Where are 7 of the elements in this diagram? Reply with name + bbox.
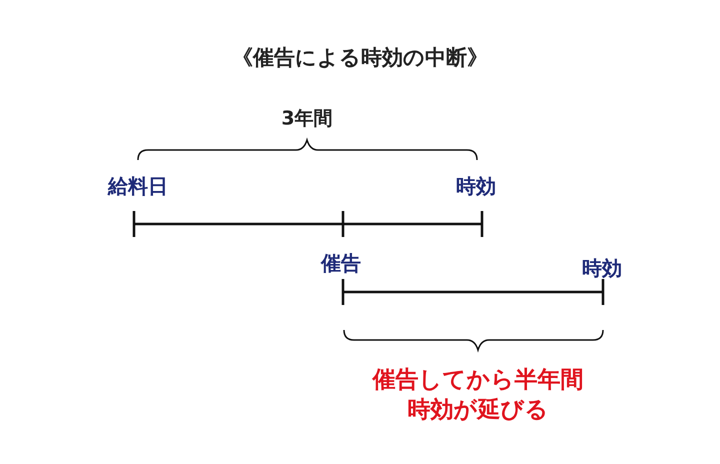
title: 《催告による時効の中断》 (232, 44, 488, 72)
date-label: 催告 (321, 250, 361, 276)
date-label: 給料日 (108, 173, 168, 199)
duration-label: 3年間 (281, 106, 333, 132)
date-label: 時効 (582, 255, 622, 281)
date-label: 時効 (456, 173, 496, 199)
note-text: 催告してから半年間時効が延びる (372, 366, 584, 425)
